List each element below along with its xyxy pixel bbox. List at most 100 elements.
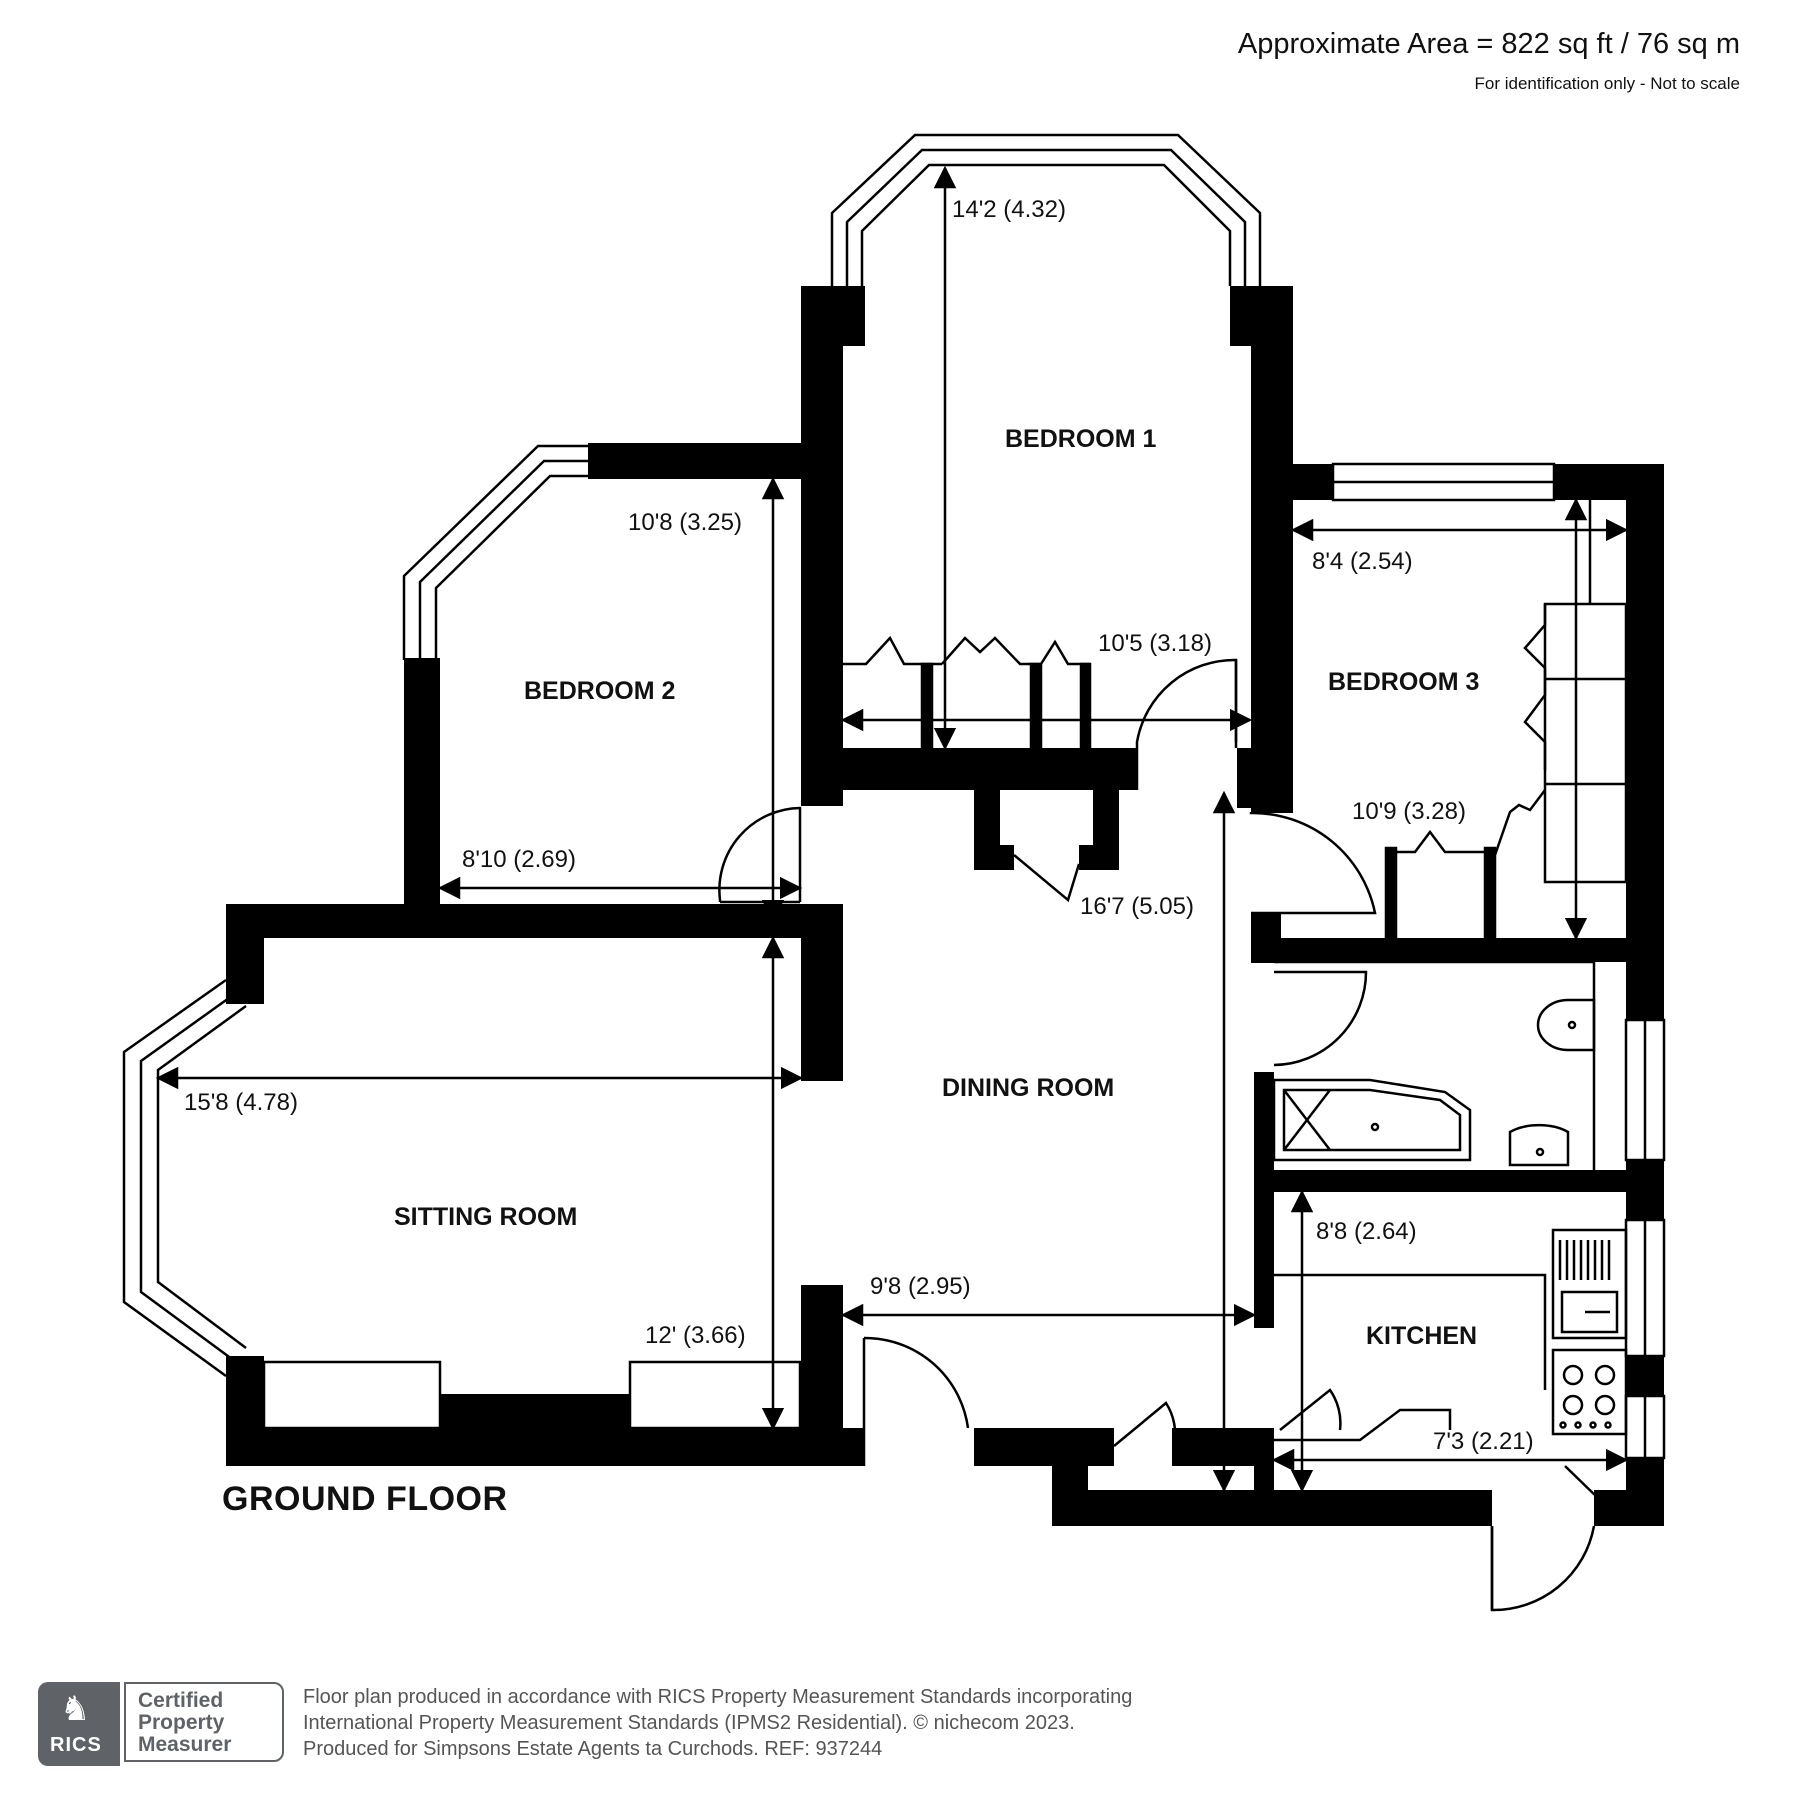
- wardrobe-bed1-1: [920, 662, 934, 750]
- wall-bed2-right: [801, 780, 843, 806]
- toilet: [1536, 998, 1596, 1052]
- window-sitting-1: [262, 1360, 442, 1430]
- wall-bed3-bottom: [1257, 938, 1664, 962]
- rics-logo-text: RICS: [50, 1734, 102, 1756]
- lion-icon: ♞: [60, 1690, 91, 1728]
- bathroom-fixtures: [1272, 960, 1596, 1170]
- bathtub: [1272, 1078, 1472, 1162]
- bay-bed2-inner: [434, 474, 588, 660]
- wall-sitting-right-upper: [801, 904, 843, 1081]
- sink-drainer: [1551, 1228, 1628, 1340]
- dim-label-dining-width: 9'8 (2.95): [870, 1273, 971, 1300]
- dim-label-dining-length: 16'7 (5.05): [1080, 893, 1194, 920]
- wall-bed3-top-left: [1293, 464, 1333, 500]
- window-sitting-2: [628, 1360, 802, 1430]
- wall-sitting-top: [226, 904, 806, 938]
- wall-sitting-topleft: [226, 904, 264, 1004]
- wall-dining-bottom-left: [974, 1428, 1114, 1466]
- dim-label-bed3-length: 10'9 (3.28): [1352, 798, 1466, 825]
- wall-bed3-leftdoor: [1251, 913, 1281, 963]
- door-front: [863, 1336, 970, 1429]
- door-hall: [1113, 1401, 1177, 1447]
- kitchen-fixtures: [1274, 1228, 1628, 1501]
- rics-logo: ♞ RICS: [38, 1682, 120, 1766]
- walls: [226, 286, 1664, 1526]
- scale-disclaimer: For identification only - Not to scale: [1474, 74, 1740, 93]
- room-label-bedroom3: BEDROOM 3: [1328, 668, 1480, 696]
- wardrobe-bed1-3: [1079, 662, 1092, 750]
- wall-bed1-right: [1251, 303, 1293, 813]
- wall-bed1-bottom: [801, 748, 1137, 790]
- bay-sitting-inner: [156, 1004, 247, 1349]
- wardrobe-bed1-2: [1029, 662, 1043, 750]
- dim-label-sitting-width: 12' (3.66): [645, 1322, 746, 1349]
- wall-bed1-left: [801, 303, 843, 801]
- dimension-lines: [155, 165, 1629, 1493]
- wardrobe-bed3-left: [1384, 846, 1398, 940]
- wall-bath-right: [1626, 1160, 1664, 1220]
- wall-dining-right-lower: [1254, 1072, 1274, 1328]
- door-bathroom: [1273, 970, 1368, 1067]
- footer-line2: International Property Measurement Stand…: [303, 1712, 1075, 1734]
- bay-bed1-mid: [845, 148, 1247, 286]
- wall-entrance-divider: [1254, 1428, 1274, 1526]
- wall-cupboard-right-cap: [1079, 845, 1119, 870]
- bay-sitting-mid: [139, 991, 237, 1364]
- floor-label: GROUND FLOOR: [222, 1480, 508, 1518]
- dim-label-bed2-length: 10'8 (3.25): [628, 509, 742, 536]
- certified-property-measurer: Certified Property Measurer: [124, 1682, 284, 1762]
- wall-bed1-left-cap: [801, 286, 865, 346]
- footer-line1: Floor plan produced in accordance with R…: [303, 1686, 1133, 1708]
- wall-sitting-bottom: [226, 1428, 864, 1466]
- dim-label-kitchen-width: 7'3 (2.21): [1433, 1428, 1534, 1455]
- room-label-bedroom2: BEDROOM 2: [524, 677, 676, 705]
- footer-line3: Produced for Simpsons Estate Agents ta C…: [303, 1738, 883, 1760]
- wall-bed1-bottom-right: [1237, 748, 1257, 808]
- wardrobe-bed3-right: [1483, 846, 1497, 940]
- badge-line3: Measurer: [138, 1733, 232, 1756]
- wall-bed2-left: [404, 658, 440, 916]
- dim-label-kitchen-length: 8'8 (2.64): [1316, 1218, 1417, 1245]
- badge-line2: Property: [138, 1711, 225, 1734]
- dim-label-bed2-width: 8'10 (2.69): [462, 846, 576, 873]
- room-label-dining: DINING ROOM: [942, 1074, 1115, 1102]
- door-bed1: [1135, 658, 1238, 790]
- bay-bed2-mid: [418, 459, 588, 660]
- wardrobes: [843, 500, 1628, 940]
- wall-kitchen-right-bottom: [1626, 1458, 1664, 1526]
- approximate-area: Approximate Area = 822 sq ft / 76 sq m: [1237, 28, 1740, 60]
- room-label-sitting: SITTING ROOM: [394, 1203, 578, 1231]
- wall-dining-bottom-right: [1172, 1428, 1266, 1466]
- bay-bed1-inner: [860, 163, 1232, 286]
- door-bed3: [1249, 811, 1377, 915]
- dim-label-bed1-length: 14'2 (4.32): [952, 196, 1066, 223]
- door-cupboard: [1013, 854, 1081, 903]
- wall-bath-bottom: [1257, 1170, 1664, 1192]
- dim-label-sitting-length: 15'8 (4.78): [184, 1089, 298, 1116]
- room-label-bedroom1: BEDROOM 1: [1005, 425, 1157, 453]
- wall-sitting-bottomleft: [226, 1356, 264, 1466]
- wall-bed3-right: [1626, 464, 1664, 1020]
- bay-bed1-outer: [830, 133, 1262, 286]
- basin: [1508, 1123, 1570, 1167]
- wall-bed2-top: [588, 443, 813, 479]
- dim-label-bed3-width: 8'4 (2.54): [1312, 548, 1413, 575]
- wall-sitting-bottom-mid: [440, 1394, 630, 1434]
- bay-bed2-outer: [402, 444, 588, 660]
- sink-bowl: [1560, 1290, 1619, 1334]
- room-label-kitchen: KITCHEN: [1366, 1322, 1478, 1350]
- footer-text: Floor plan produced in accordance with R…: [303, 1684, 1132, 1762]
- badge-line1: Certified: [138, 1689, 224, 1712]
- door-kitchen: [1279, 1388, 1342, 1431]
- door-back: [1490, 1525, 1596, 1612]
- bay-sitting-outer: [122, 978, 227, 1378]
- wall-bed1-right-cap: [1230, 286, 1293, 346]
- wall-kitchen-right: [1626, 1356, 1664, 1396]
- rics-badge: ♞ RICS Certified Property Measurer: [38, 1682, 288, 1766]
- hob: [1551, 1348, 1628, 1436]
- wall-cupboard-left-cap: [974, 845, 1014, 870]
- dim-label-bed1-width: 10'5 (3.18): [1098, 630, 1212, 657]
- wall-sitting-right-lower: [801, 1285, 843, 1430]
- bay-windows: [122, 133, 1666, 1460]
